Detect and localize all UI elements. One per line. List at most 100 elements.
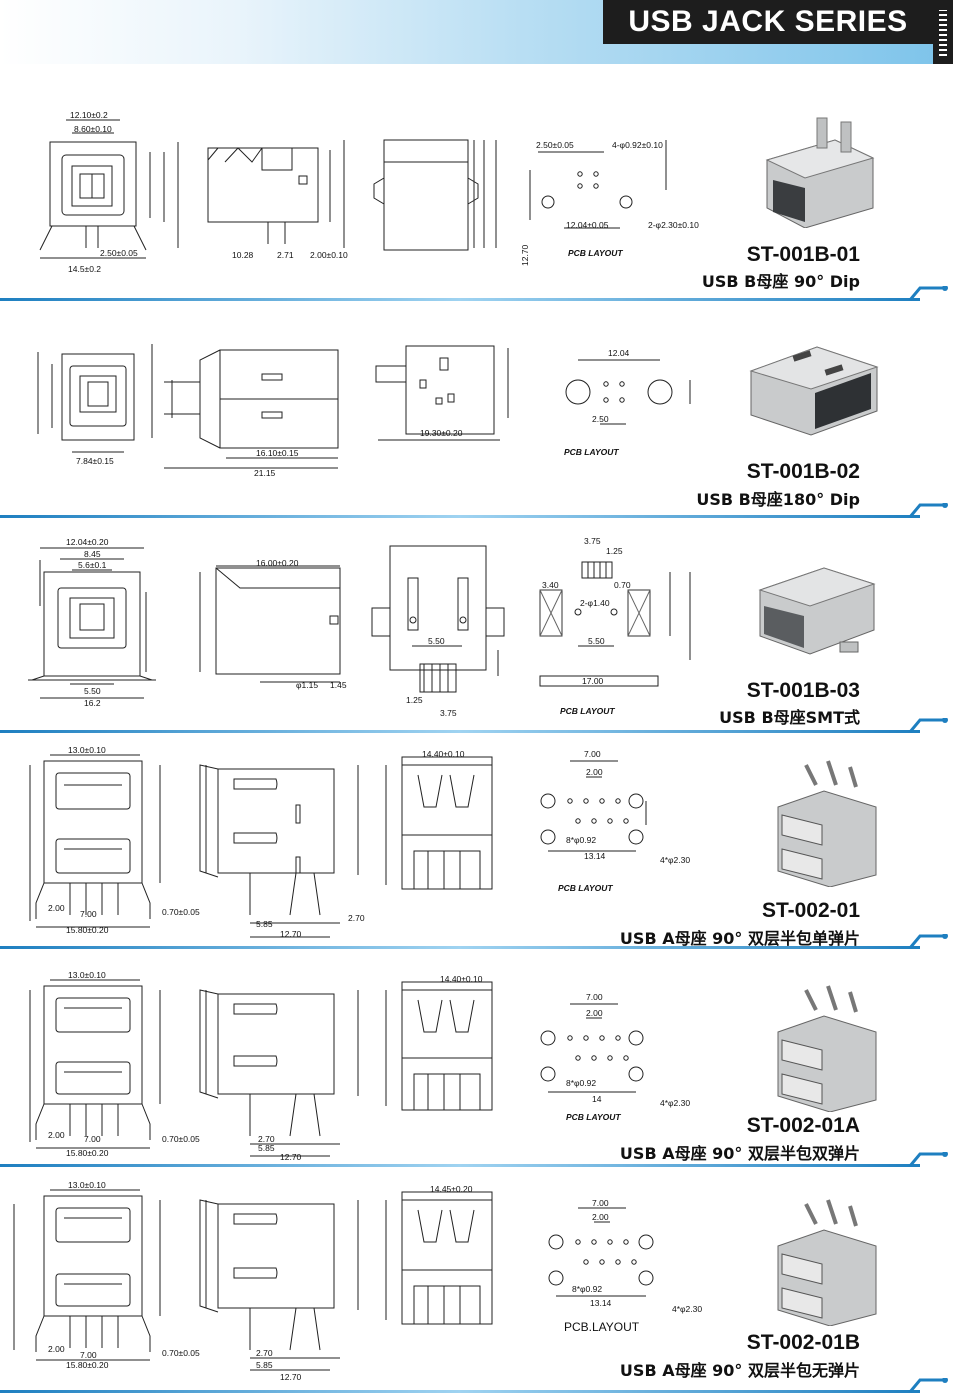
pcb-layout-label: PCB LAYOUT (566, 1112, 621, 1122)
dim-text: φ1.15 (296, 680, 318, 690)
dim-text: 12.04±0.05 (566, 220, 609, 230)
product-photo (758, 567, 876, 655)
dim-text: 13.0±0.10 (68, 970, 106, 980)
dim-text: 2.71 (277, 250, 294, 260)
dim-text: 7.00 (586, 992, 603, 1002)
dim-text: 13.0±0.10 (68, 1180, 106, 1190)
dim-text: 13.14 (590, 1298, 612, 1308)
section-divider (0, 1152, 948, 1167)
dim-text: 1.25 (606, 546, 623, 556)
dim-text: 2-φ2.30±0.10 (648, 220, 699, 230)
dim-text: 14.40±0.10 (440, 974, 483, 984)
dim-text: 15.80±0.20 (66, 925, 109, 935)
dim-text: 0.70±0.05 (162, 1134, 200, 1144)
model-number: ST-002-01A (746, 1114, 860, 1137)
model-description: USB B母座SMT式 (719, 708, 860, 727)
dim-text: 0.70±0.05 (162, 907, 200, 917)
dim-text: 7.84±0.15 (76, 456, 114, 466)
dim-text: 12.10±0.2 (70, 110, 108, 120)
dim-text: 1.25 (406, 695, 423, 705)
dim-text: 2.50 (592, 414, 609, 424)
dim-text: 13.0±0.10 (68, 745, 106, 755)
dim-text: 16.10±0.15 (256, 448, 299, 458)
product-photo (777, 760, 877, 887)
dim-text: 2.00 (48, 903, 65, 913)
dim-text: 17.00 (582, 676, 604, 686)
dim-text: 3.75 (584, 536, 601, 546)
product-row-st-002-01: 13.0±0.10 2.00 7.00 0.70±0.05 15.80±0.20… (0, 745, 953, 950)
dim-text: 8.60±0.10 (74, 124, 112, 134)
dim-text: 4*φ2.30 (672, 1304, 702, 1314)
dim-text: 2.00 (48, 1344, 65, 1354)
dim-text: 19.30±0.20 (420, 428, 463, 438)
dim-text: 2.50±0.05 (100, 248, 138, 258)
dim-text: 4*φ2.30 (660, 855, 690, 865)
dim-text: 1.45 (330, 680, 347, 690)
section-divider (0, 934, 948, 949)
technical-drawing: 7.84±0.15 16.10±0.15 21.15 19.30±0.20 12… (37, 344, 691, 478)
dim-text: 12.70 (280, 929, 302, 939)
model-number: ST-001B-01 (746, 243, 860, 266)
dim-text: 16.00±0.20 (256, 558, 299, 568)
section-divider (0, 1378, 948, 1393)
dim-text: 14.40±0.10 (422, 749, 465, 759)
model-description: USB A母座 90° 双层半包单弹片 (619, 929, 860, 948)
dim-text: 12.70 (280, 1152, 302, 1162)
dim-text: 12.04 (608, 348, 630, 358)
product-row-st-001b-01: 12.10±0.2 8.60±0.10 2.50±0.05 14.5±0.2 1… (0, 100, 953, 305)
dim-text: 7.00 (80, 1350, 97, 1360)
dim-text: 7.00 (592, 1198, 609, 1208)
dim-text: 5.85 (258, 1143, 275, 1153)
dim-text: 12.04±0.20 (66, 537, 109, 547)
dim-text: 3.40 (542, 580, 559, 590)
dim-text: 2.00 (586, 767, 603, 777)
dim-text: 7.00 (84, 1134, 101, 1144)
dim-text: 8*φ0.92 (566, 1078, 596, 1088)
model-number: ST-001B-03 (746, 679, 860, 702)
dim-text: 5.50 (84, 686, 101, 696)
model-number: ST-002-01B (746, 1331, 860, 1354)
dim-text: 8*φ0.92 (566, 835, 596, 845)
header-stripe (933, 0, 953, 64)
technical-drawing: 13.0±0.10 2.00 7.00 0.70±0.05 15.80±0.20… (29, 745, 690, 939)
dim-text: 0.70 (614, 580, 631, 590)
technical-drawing: 12.04±0.20 8.45 5.6±0.1 5.50 16.2 16.00±… (28, 536, 691, 718)
model-description: USB B母座180° Dip (696, 490, 860, 509)
dim-text: 8.45 (84, 549, 101, 559)
dim-text: 5.85 (256, 919, 273, 929)
product-row-st-001b-03: 12.04±0.20 8.45 5.6±0.1 5.50 16.2 16.00±… (0, 532, 953, 737)
dim-text: 5.85 (256, 1360, 273, 1370)
section-divider (0, 286, 948, 301)
dim-text: 16.2 (84, 698, 101, 708)
dim-text: 2.00 (592, 1212, 609, 1222)
dim-text: 13.14 (584, 851, 606, 861)
section-divider (0, 718, 948, 733)
dim-text: 0.70±0.05 (162, 1348, 200, 1358)
dim-text: 14.45±0.20 (430, 1184, 473, 1194)
technical-drawing: 13.0±0.10 2.00 7.00 0.70±0.05 15.80±0.20… (13, 1180, 702, 1382)
dim-text: 10.28 (232, 250, 254, 260)
dim-text: 8*φ0.92 (572, 1284, 602, 1294)
dim-text: 2.00±0.10 (310, 250, 348, 260)
dim-text: 3.75 (440, 708, 457, 718)
dim-text: 2.50±0.05 (536, 140, 574, 150)
dim-text: 12.70 (280, 1372, 302, 1382)
dim-text: 7.00 (584, 749, 601, 759)
header-banner: USB JACK SERIES (0, 0, 953, 64)
product-photo (777, 985, 877, 1112)
pcb-layout-label: PCB LAYOUT (560, 706, 615, 716)
section-divider (0, 503, 948, 518)
technical-drawing: 13.0±0.10 2.00 7.00 0.70±0.05 15.80±0.20… (29, 970, 690, 1162)
dim-text: 12.70 (520, 244, 530, 266)
product-photo (749, 346, 879, 436)
dim-text: 2-φ1.40 (580, 598, 610, 608)
dim-text: 5.6±0.1 (78, 560, 107, 570)
model-number: ST-002-01 (761, 899, 860, 922)
pcb-layout-label: PCB LAYOUT (568, 248, 623, 258)
model-description: USB B母座 90° Dip (701, 272, 860, 291)
model-number: ST-001B-02 (746, 460, 860, 483)
dim-text: 5.50 (428, 636, 445, 646)
product-photo (765, 117, 875, 228)
product-row-st-001b-02: 7.84±0.15 16.10±0.15 21.15 19.30±0.20 12… (0, 322, 953, 522)
dim-text: 4*φ2.30 (660, 1098, 690, 1108)
